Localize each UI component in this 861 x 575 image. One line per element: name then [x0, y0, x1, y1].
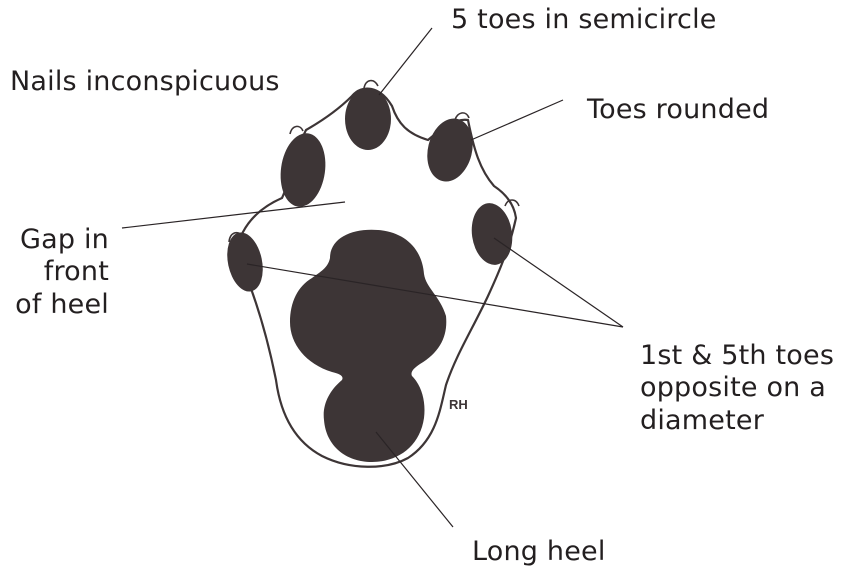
paw-mark-rh: RH: [449, 397, 468, 412]
label-toes-opposite-line-2: opposite on a: [640, 372, 834, 404]
label-toes-opposite-line-3: diameter: [640, 405, 834, 437]
nail-toe-3: [364, 81, 378, 88]
leader-toes-rounded: [471, 100, 563, 140]
toe-5: [468, 201, 516, 268]
leader-long-heel: [376, 432, 453, 527]
label-gap-in-front-of-heel: Gap in front of heel: [0, 224, 109, 321]
heel-pad: [290, 230, 446, 462]
nail-toe-2: [290, 126, 303, 134]
label-gap-line-3: of heel: [0, 289, 109, 321]
label-nails-inconspicuous: Nails inconspicuous: [10, 66, 280, 98]
leader-toes-semicircle: [379, 28, 432, 95]
toe-4: [421, 114, 479, 187]
label-toes-semicircle: 5 toes in semicircle: [451, 4, 717, 36]
label-gap-line-2: front: [0, 256, 109, 288]
leader-toe-5: [494, 238, 623, 327]
leader-gap: [122, 202, 345, 228]
label-toes-opposite-line-1: 1st & 5th toes: [640, 340, 834, 372]
label-toes-rounded: Toes rounded: [587, 94, 769, 126]
toe-3: [345, 88, 391, 150]
label-long-heel: Long heel: [472, 536, 606, 568]
label-gap-line-1: Gap in: [0, 224, 109, 256]
label-toes-opposite: 1st & 5th toes opposite on a diameter: [640, 340, 834, 437]
toe-2: [276, 130, 330, 209]
